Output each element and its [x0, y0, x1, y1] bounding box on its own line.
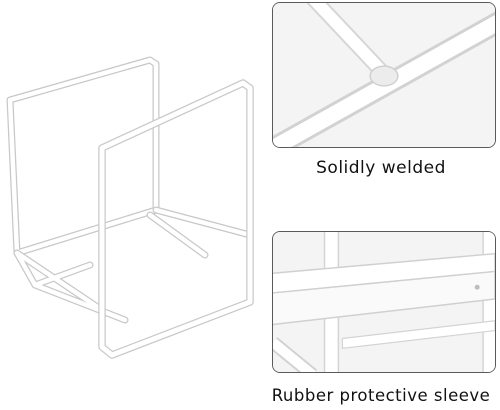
caption-rubber-protective-sleeve: Rubber protective sleeve — [271, 386, 491, 405]
dish-rack-illustration — [6, 56, 254, 359]
base-rails — [13, 206, 254, 324]
back-frame — [6, 56, 160, 257]
caption-solidly-welded: Solidly welded — [316, 158, 446, 178]
detail-image-rubber-sleeve — [272, 231, 496, 373]
detail-image-welded-joint — [272, 2, 496, 148]
rubber-sleeve-illustration — [273, 232, 495, 372]
front-frame — [98, 79, 254, 359]
welded-joint-illustration — [273, 3, 495, 147]
product-photo-dish-rack — [0, 40, 265, 370]
